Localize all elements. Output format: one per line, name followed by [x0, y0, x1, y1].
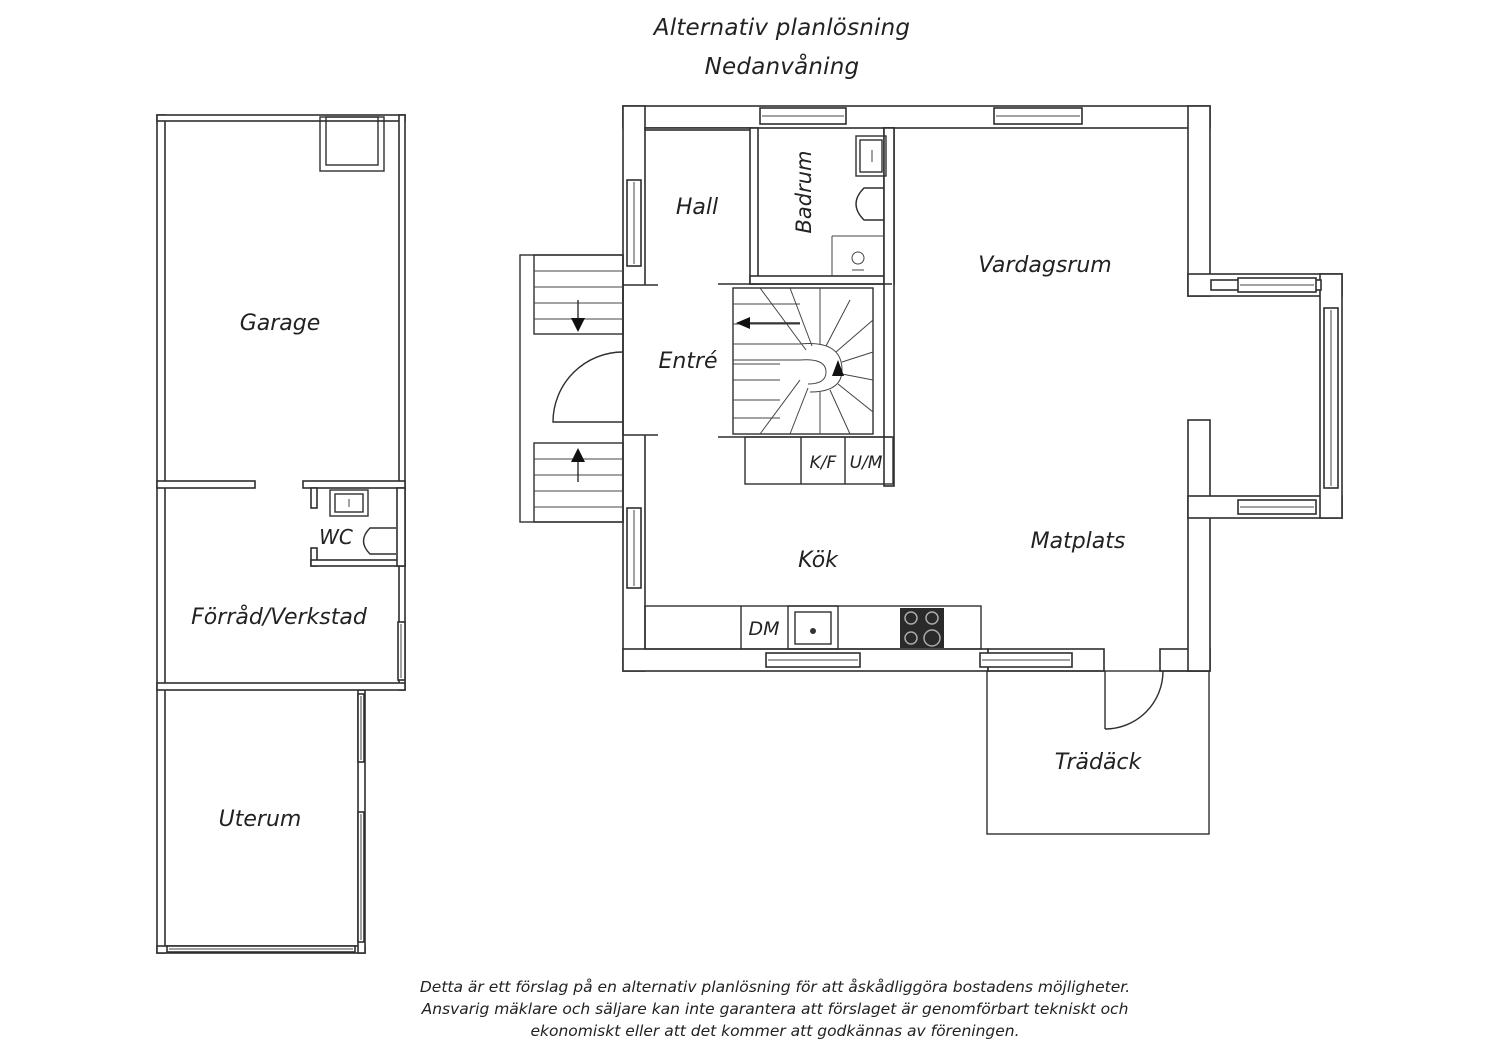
main-house — [552, 105, 1343, 835]
label-uterum: Uterum — [219, 807, 302, 832]
garage-building — [156, 114, 406, 954]
label-forrad: Förråd/Verkstad — [191, 604, 368, 630]
label-kok: Kök — [798, 548, 839, 573]
plan-title: Alternativ planlösning — [653, 15, 911, 41]
label-badrum: Badrum — [792, 150, 816, 233]
label-wc: WC — [319, 525, 353, 549]
label-tradack: Trädäck — [1055, 750, 1143, 775]
disclaimer: Detta är ett förslag på en alternativ pl… — [350, 976, 1200, 1042]
label-um: U/M — [850, 453, 883, 473]
label-garage: Garage — [240, 311, 321, 336]
label-dm: DM — [748, 618, 779, 640]
disclaimer-line-3: ekonomiskt eller att det kommer att godk… — [530, 1022, 1020, 1040]
label-hall: Hall — [676, 195, 718, 220]
plan-subtitle: Nedanvåning — [704, 54, 860, 80]
label-vardagsrum: Vardagsrum — [978, 253, 1111, 278]
label-kf: K/F — [810, 453, 837, 473]
disclaimer-line-2: Ansvarig mäklare och säljare kan inte ga… — [421, 1000, 1129, 1018]
label-matplats: Matplats — [1031, 529, 1126, 554]
label-entre: Entré — [658, 349, 717, 374]
outdoor-stairs — [519, 254, 624, 523]
disclaimer-line-1: Detta är ett förslag på en alternativ pl… — [419, 978, 1131, 996]
